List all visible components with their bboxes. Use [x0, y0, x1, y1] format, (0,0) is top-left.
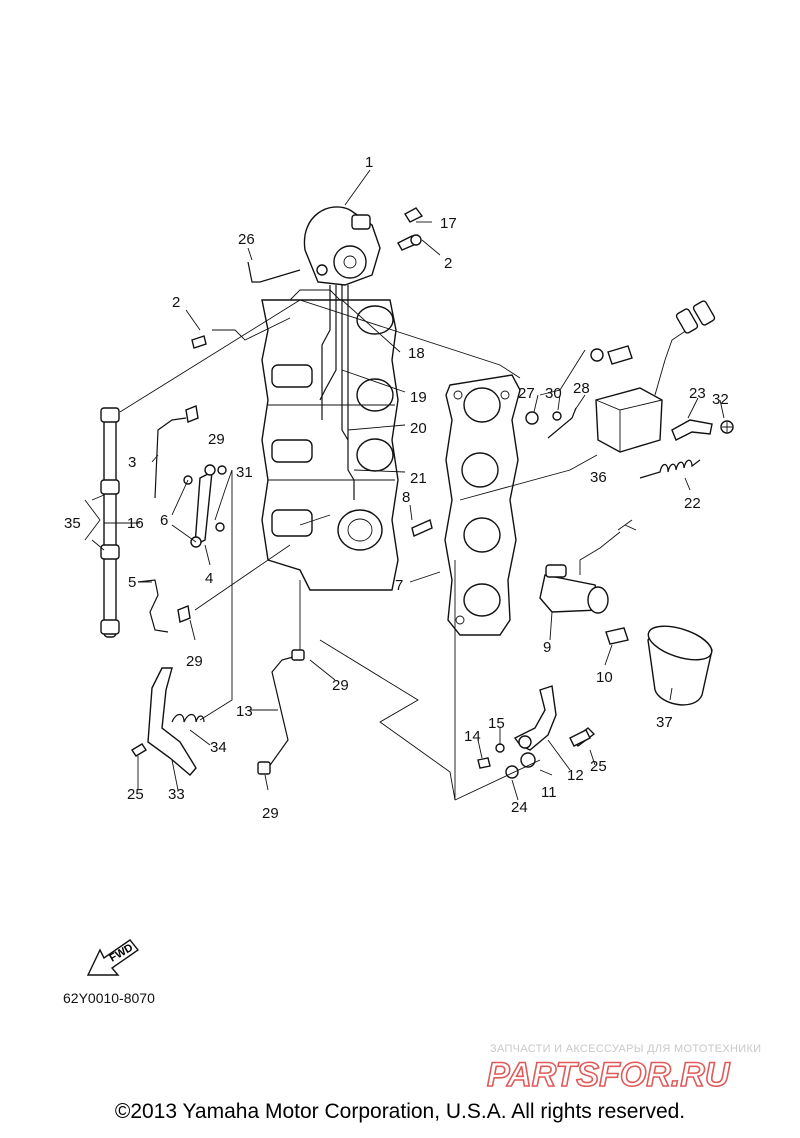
callout-29-b: 29	[186, 653, 203, 670]
callout-25-left: 25	[127, 786, 144, 803]
callout-7: 7	[395, 577, 403, 594]
callout-18: 18	[408, 345, 425, 362]
callout-5: 5	[128, 574, 136, 591]
callout-13: 13	[236, 703, 253, 720]
callout-25-right: 25	[590, 758, 607, 775]
callout-3: 3	[128, 454, 136, 471]
callout-32: 32	[712, 391, 729, 408]
callout-23: 23	[689, 385, 706, 402]
callout-2-top: 2	[444, 255, 452, 272]
copyright-notice: ©2013 Yamaha Motor Corporation, U.S.A. A…	[114, 1100, 686, 1123]
callout-28: 28	[573, 380, 590, 397]
callout-33: 33	[168, 786, 185, 803]
callout-27: 27	[518, 385, 535, 402]
solenoid-box	[590, 300, 716, 453]
callout-12: 12	[567, 767, 584, 784]
diagram-code: 62Y0010-8070	[63, 990, 155, 1006]
callout-19: 19	[410, 389, 427, 406]
callout-35: 35	[64, 515, 81, 532]
callout-37: 37	[656, 714, 673, 731]
callout-6: 6	[160, 512, 168, 529]
callout-15: 15	[488, 715, 505, 732]
throttle-position-sensor	[303, 206, 381, 286]
small-hardware	[525, 407, 577, 439]
bracket-26	[247, 261, 301, 283]
fwd-arrow-icon: FWD	[86, 939, 140, 976]
leader-lines	[84, 169, 725, 801]
callout-30: 30	[545, 385, 562, 402]
callout-2-left: 2	[172, 294, 180, 311]
intake-gasket-plate	[444, 374, 521, 636]
watermark-logo: PARTSFOR.RU	[486, 1055, 731, 1093]
callout-29-a: 29	[208, 431, 225, 448]
callout-9: 9	[543, 639, 551, 656]
filter-cup	[647, 625, 713, 706]
callout-24: 24	[511, 799, 528, 816]
callout-10: 10	[596, 669, 613, 686]
callout-11: 11	[541, 784, 557, 801]
throttle-lever	[477, 685, 596, 779]
callout-22: 22	[684, 495, 701, 512]
link-rods	[299, 285, 355, 526]
watermark-subtitle: ЗАПЧАСТИ И АКСЕССУАРЫ ДЛЯ МОТОТЕХНИКИ	[490, 1043, 762, 1055]
carburetor-bank	[261, 289, 399, 591]
callout-4: 4	[205, 570, 213, 587]
bracket-23	[671, 419, 734, 441]
callout-8: 8	[402, 489, 410, 506]
svg-text:PARTSFOR.RU: PARTSFOR.RU	[487, 1056, 731, 1093]
callout-34: 34	[210, 739, 227, 756]
callout-16: 16	[127, 515, 144, 532]
callout-31: 31	[236, 464, 253, 481]
callout-36: 36	[590, 469, 607, 486]
clips-29	[177, 405, 199, 623]
callout-29-d: 29	[262, 805, 279, 822]
callout-labels: 1 17 2 26 2 18 19 20 21 29 3 31 6 35 16 …	[64, 154, 729, 822]
shaft-16	[100, 407, 120, 638]
rod-5	[137, 579, 169, 633]
rod-3	[154, 417, 187, 499]
callout-29-c: 29	[332, 677, 349, 694]
throttle-arm-33	[131, 667, 205, 776]
callout-14: 14	[464, 728, 481, 745]
callout-26: 26	[238, 231, 255, 248]
link-arm-4	[183, 464, 227, 548]
callout-1: 1	[365, 154, 373, 171]
spring-22	[639, 459, 701, 479]
enrichment-valve	[539, 519, 637, 614]
callout-21: 21	[410, 470, 427, 487]
callout-20: 20	[410, 420, 427, 437]
callout-17: 17	[440, 215, 457, 232]
bolts	[191, 207, 629, 747]
rod-13	[257, 649, 305, 775]
